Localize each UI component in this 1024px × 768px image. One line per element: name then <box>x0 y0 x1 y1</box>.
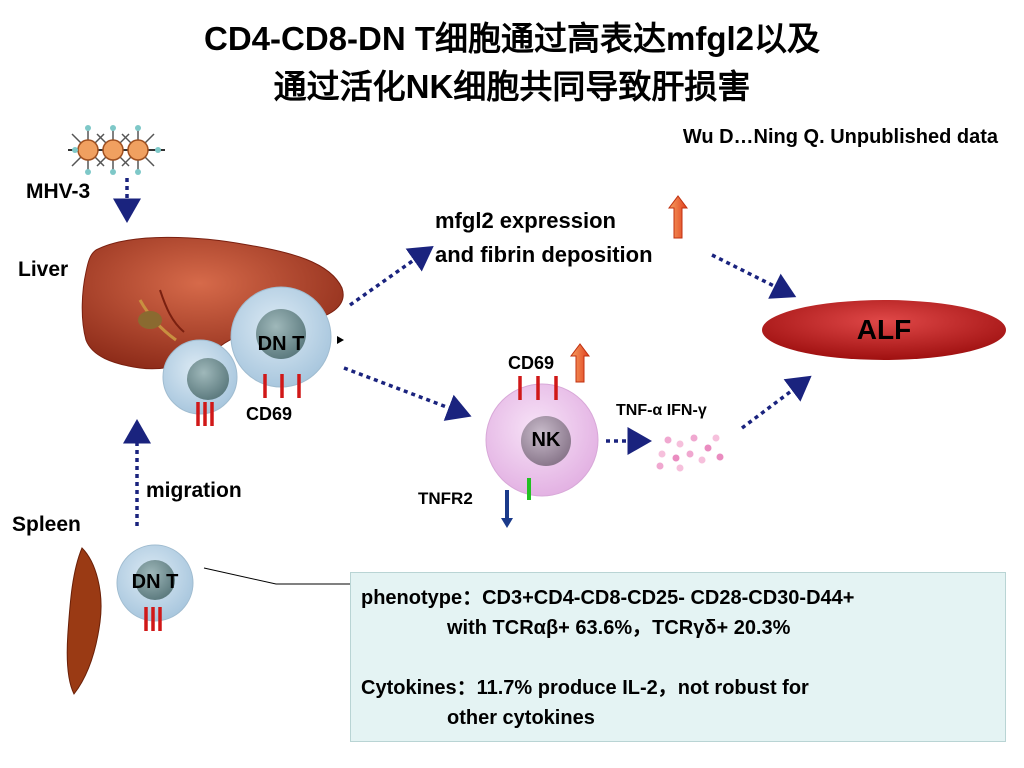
nk-increase-arrow <box>570 343 590 383</box>
spleen-cell-marker <box>144 607 162 631</box>
cytokines-to-alf-arrow <box>740 375 812 430</box>
title-line-2: 通过活化NK细胞共同导致肝损害 <box>273 68 751 105</box>
dnt-to-expression-arrow <box>348 245 434 307</box>
liver-cd69-label: CD69 <box>246 404 293 424</box>
liver-dn-t-cell <box>230 286 332 388</box>
expression-label-line-2: and fibrin deposition <box>435 242 653 267</box>
spleen-dn-t-cell <box>116 544 194 622</box>
nk-cd69-marker <box>518 376 558 400</box>
tnfr2-decrease-arrow <box>501 490 513 528</box>
spleen-dn-t-label: DN T <box>131 571 179 593</box>
expression-increase-arrow <box>668 195 688 239</box>
spleen-icon <box>66 547 102 695</box>
expression-label-line-1: mfgl2 expression <box>435 208 616 233</box>
liver-cell-pointer <box>337 336 344 344</box>
alf-outcome <box>762 300 1006 360</box>
info-spacer <box>361 643 995 673</box>
spleen-label: Spleen <box>12 513 81 536</box>
virus-label: MHV-3 <box>26 180 91 203</box>
cytokine-particles-icon <box>656 434 724 472</box>
citation: Wu D…Ning Q. Unpublished data <box>682 126 998 148</box>
cytokines-label: TNF-α IFN-γ <box>616 402 707 419</box>
other-cytokines-line: other cytokines <box>447 707 595 729</box>
liver-dn-t-label: DN T <box>257 333 305 355</box>
virus-icon <box>68 125 165 175</box>
nk-label: NK <box>531 429 561 451</box>
alf-label: ALF <box>856 314 912 345</box>
liver-small-t-cell <box>162 339 238 415</box>
liver-small-cell-marker <box>196 402 214 426</box>
dnt-to-nk-arrow <box>343 366 472 421</box>
nk-cell <box>485 383 599 497</box>
expression-to-alf-arrow <box>711 253 797 299</box>
phenotype-line: phenotype：CD3+CD4-CD8-CD25- CD28-CD30-D4… <box>361 587 855 609</box>
cytokines-line: Cytokines：11.7% produce IL-2，not robust … <box>361 677 809 699</box>
title-line-1: CD4-CD8-DN T细胞通过高表达mfgl2以及 <box>203 20 820 57</box>
migration-label: migration <box>146 479 242 502</box>
tnfr2-label: TNFR2 <box>418 489 473 508</box>
liver-cd69-marker <box>263 374 301 398</box>
nk-cd69-label: CD69 <box>508 353 555 373</box>
tcr-line: with TCRαβ+ 63.6%，TCRγδ+ 20.3% <box>447 617 791 639</box>
callout-line <box>203 567 350 585</box>
liver-label: Liver <box>18 258 69 281</box>
phenotype-info-box: phenotype：CD3+CD4-CD8-CD25- CD28-CD30-D4… <box>350 572 1006 742</box>
